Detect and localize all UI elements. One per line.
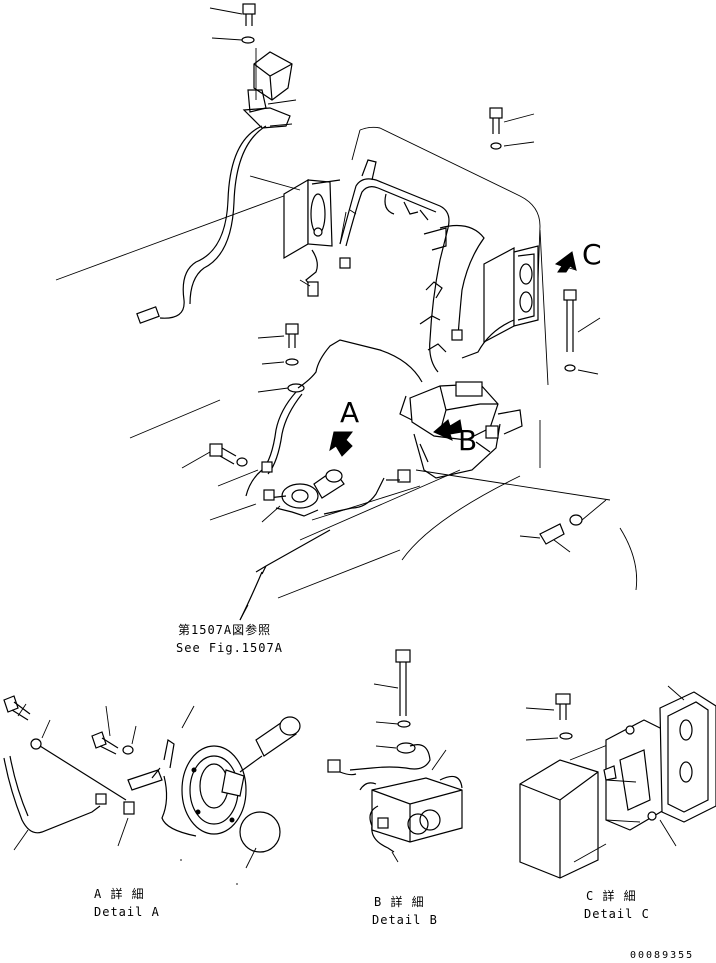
main-assembly: C A (55, 3, 638, 655)
detail-c-lamp (659, 685, 716, 823)
detail-b-jp: B 詳 細 (374, 894, 425, 909)
harness-left (159, 125, 263, 319)
detail-c: C 詳 細 Detail C (519, 685, 716, 921)
detail-a: A 詳 細 Detail A (3, 695, 301, 919)
bolt-center (257, 323, 305, 393)
bolt-top-left (209, 3, 256, 44)
arrow-c: C (554, 238, 602, 273)
callout-letter-a: A (340, 396, 359, 429)
detail-b-en: Detail B (372, 913, 438, 927)
main-harness (339, 178, 450, 373)
drawing-number: 00089355 (630, 950, 694, 958)
harness-center (297, 339, 423, 389)
reference-text-jp: 第1507A図参照 (178, 622, 271, 637)
sender-unit (209, 469, 345, 523)
detail-c-jp: C 詳 細 (586, 888, 637, 903)
work-lamp-center-left (249, 175, 351, 297)
detail-a-bolt-2 (91, 705, 137, 755)
callout-letter-c: C (582, 238, 602, 271)
reference-arrow (239, 529, 331, 621)
bolt-mid-left (181, 443, 248, 469)
detail-a-jp: A 詳 細 (94, 886, 145, 901)
cab-outline (351, 126, 549, 386)
rear-lamp-right (461, 245, 539, 359)
detail-a-bolt-1 (3, 695, 51, 750)
detail-a-gasket (239, 811, 281, 853)
detail-a-en: Detail A (94, 905, 160, 919)
long-bolt-right (563, 289, 601, 375)
work-lamp-top-left (242, 48, 297, 129)
detail-b-switch (359, 775, 463, 853)
bolt-bottom-right (519, 499, 607, 553)
detail-b: B 詳 細 Detail B (327, 649, 463, 927)
detail-a-sender (181, 716, 301, 835)
detail-c-en: Detail C (584, 907, 650, 921)
detail-c-bracket (519, 739, 641, 879)
console-harness: B (323, 381, 523, 515)
detail-b-bolt (373, 649, 416, 754)
detail-c-plate (603, 719, 665, 831)
arrow-a: A (329, 396, 359, 457)
detail-c-bolt (525, 693, 573, 741)
reference-text-en: See Fig.1507A (176, 641, 283, 655)
bolt-top-right (489, 107, 535, 150)
callout-letter-b: B (458, 424, 477, 457)
